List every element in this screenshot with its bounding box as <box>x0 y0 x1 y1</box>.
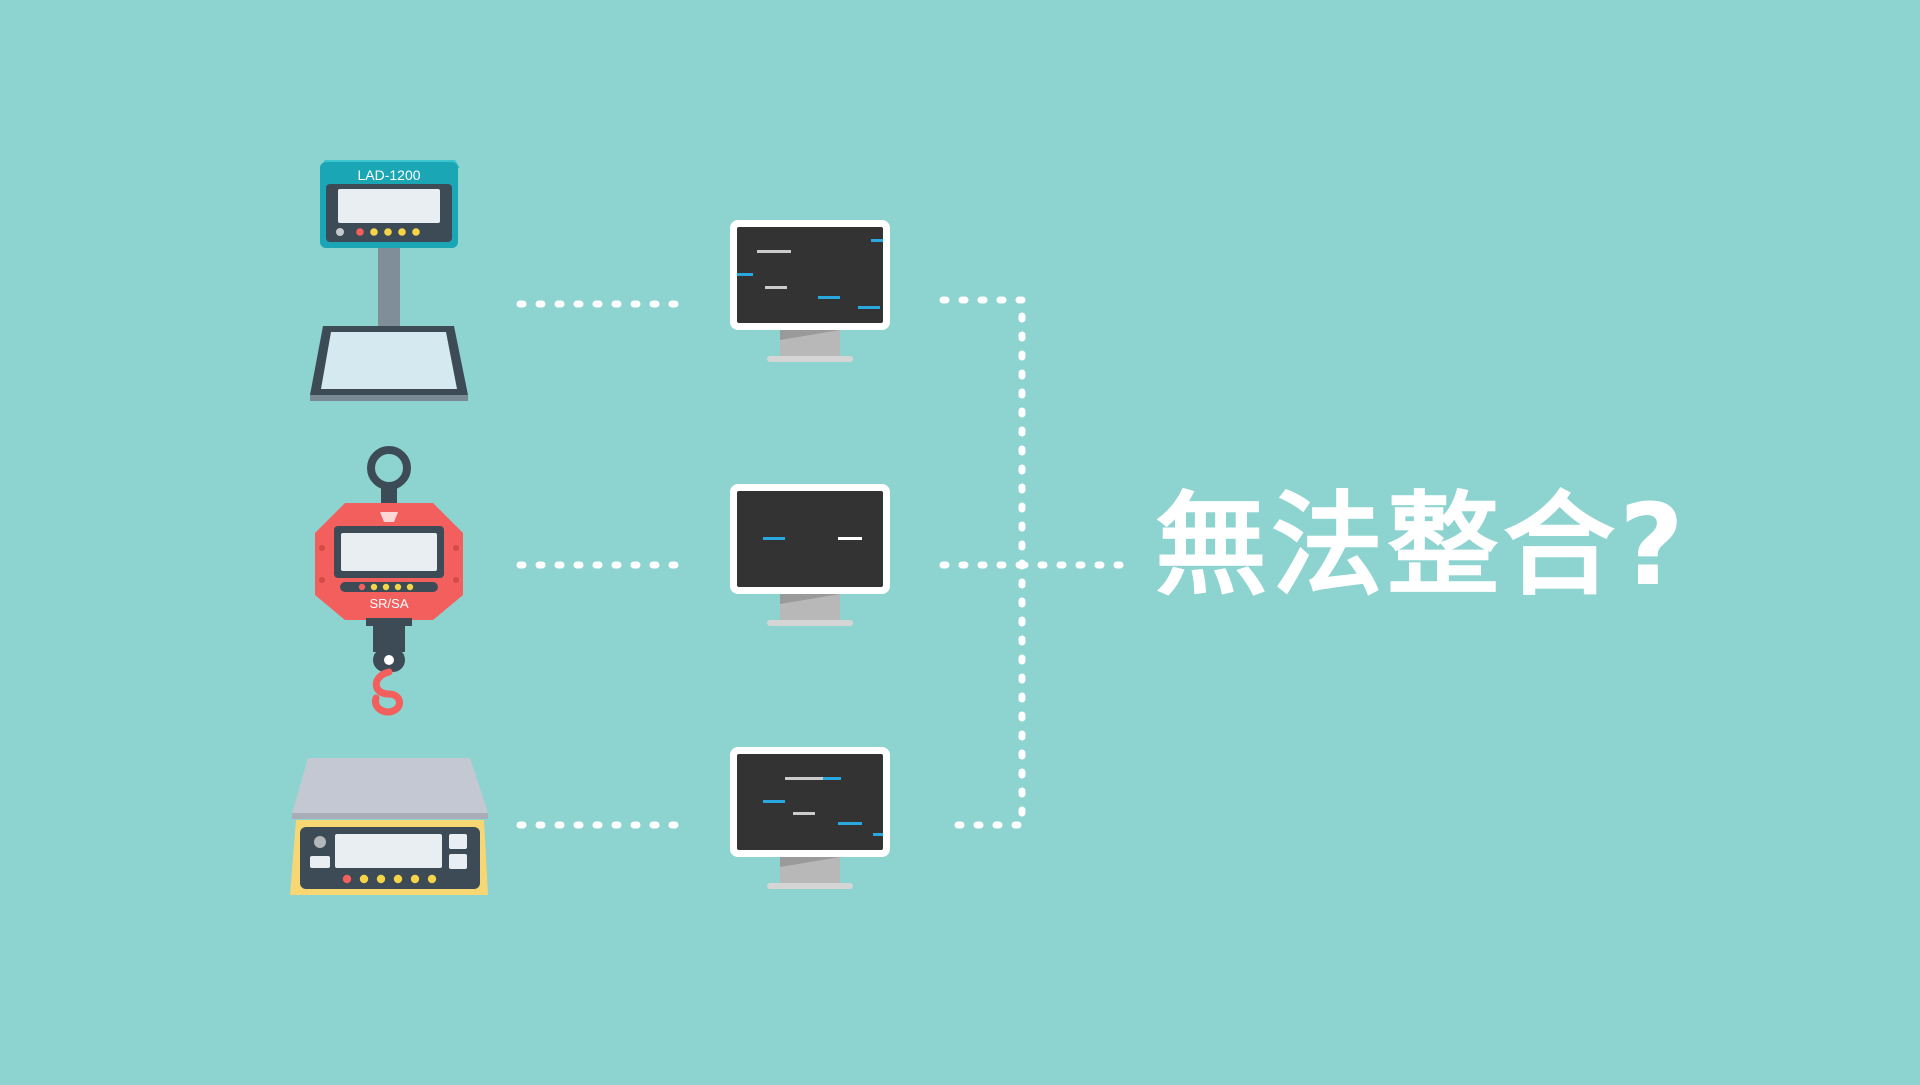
monitor-icon <box>730 747 890 889</box>
bench-scale-model-label: LAD-1200 <box>357 167 420 183</box>
monitor-icon <box>730 220 890 362</box>
bench-scale-icon: LAD-1200 <box>310 160 468 401</box>
connector-lines <box>516 296 1132 829</box>
counting-scale-icon <box>290 758 488 895</box>
monitor-icon <box>730 484 890 626</box>
crane-scale-icon: SR/SA <box>315 446 463 716</box>
crane-scale-model-label: SR/SA <box>369 596 408 611</box>
headline-question: 無法整合? <box>1155 481 1688 611</box>
